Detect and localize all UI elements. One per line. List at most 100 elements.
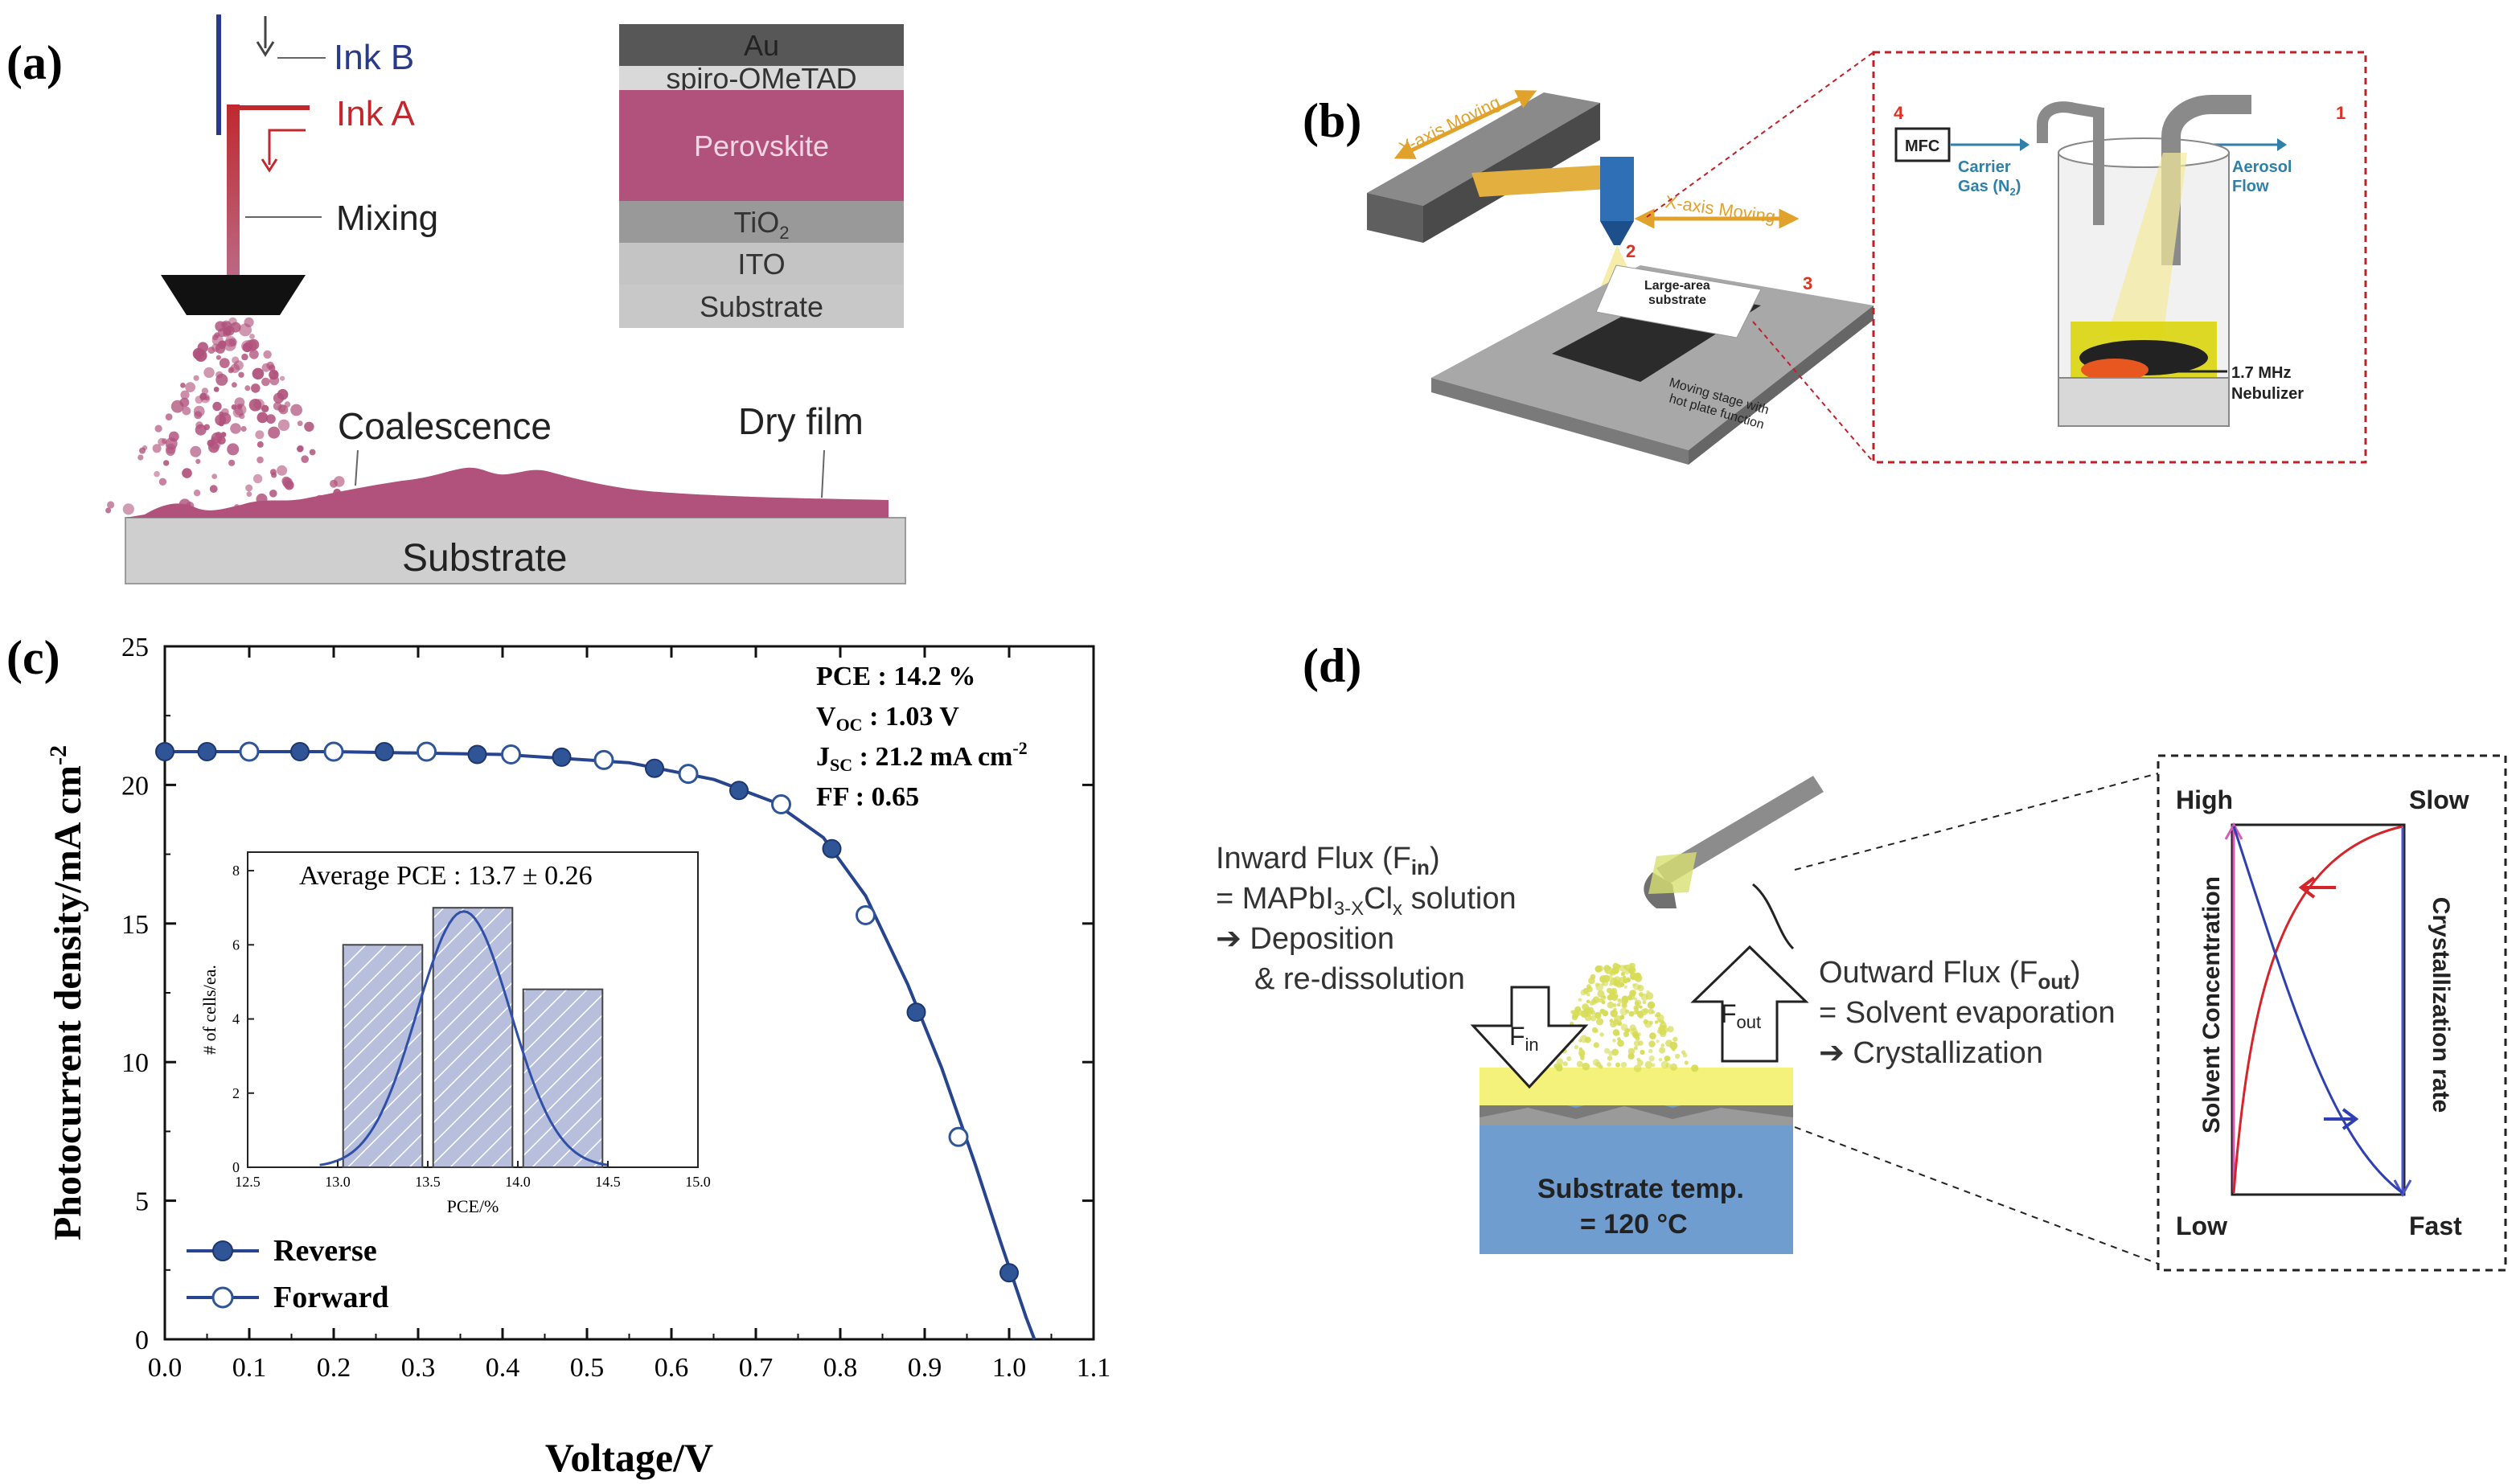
inset-x-tick-label: 13.0: [325, 1174, 351, 1190]
forward-point: [239, 741, 260, 762]
droplet: [200, 393, 211, 404]
droplet: [1562, 1061, 1568, 1067]
droplet: [1674, 1053, 1681, 1060]
droplet-spray: [105, 317, 359, 515]
f-in-label: Fin: [1509, 1022, 1539, 1055]
x-tick-label: 0.3: [401, 1353, 436, 1383]
inset-x-tick-label: 14.0: [505, 1174, 531, 1190]
droplet: [122, 503, 134, 515]
droplet: [1590, 1015, 1597, 1022]
droplet: [1646, 990, 1650, 994]
droplet: [1656, 1039, 1660, 1043]
droplet: [193, 405, 205, 417]
droplet: [215, 373, 228, 386]
droplet: [1607, 987, 1612, 994]
droplet: [1667, 1026, 1674, 1033]
inset-y-tick-label: 2: [232, 1085, 240, 1101]
x-tick-label: 0.6: [655, 1353, 689, 1383]
droplet: [1602, 980, 1609, 986]
stack-layer: [619, 201, 904, 243]
inward-flux-deposition: ➔ Deposition: [1216, 922, 1394, 956]
droplet: [1651, 1063, 1656, 1068]
ff-annotation: FF : 0.65: [816, 782, 919, 812]
jsc-annotation: JSC : 21.2 mA cm-2: [816, 738, 1028, 775]
reverse-point: [999, 1263, 1019, 1283]
droplet: [230, 322, 241, 333]
inset-x-title: PCE/%: [447, 1196, 499, 1216]
droplet: [152, 444, 162, 453]
reverse-point: [155, 742, 174, 762]
outward-flux-crystallization: ➔ Crystallization: [1819, 1036, 2043, 1070]
droplet: [1642, 1000, 1647, 1005]
forward-point: [678, 764, 699, 785]
svg-text:Nebulizer: Nebulizer: [2231, 385, 2304, 403]
blue-curve: [2232, 826, 2403, 1195]
y-tick-label: 20: [121, 771, 149, 801]
carrier-gas-label: Gas (N2): [1958, 178, 2021, 198]
inset-title: Average PCE : 13.7 ± 0.26: [299, 861, 593, 891]
droplet: [1684, 1060, 1689, 1065]
forward-point: [948, 1126, 969, 1147]
droplet: [1612, 962, 1619, 970]
droplet: [263, 350, 272, 359]
droplet: [1654, 1020, 1659, 1024]
forward-point: [417, 741, 437, 762]
substrate-temp-label: Substrate temp.: [1537, 1174, 1744, 1204]
high-label: High: [2176, 785, 2233, 814]
droplet: [1617, 1037, 1621, 1042]
droplet: [1632, 983, 1636, 987]
dry-film-label: Dry film: [738, 400, 864, 442]
droplet: [1578, 998, 1582, 1002]
x-tick-label: 0.7: [739, 1353, 774, 1383]
droplet: [257, 456, 264, 464]
droplet: [193, 490, 201, 497]
droplet: [215, 343, 226, 354]
svg-text:1: 1: [2336, 103, 2346, 123]
droplet: [1586, 986, 1593, 993]
droplet: [1633, 1064, 1642, 1072]
droplet: [1660, 1060, 1668, 1069]
panel-label-b: (b): [1303, 94, 1361, 147]
droplet: [253, 399, 265, 410]
droplet: [221, 408, 229, 416]
droplet: [228, 459, 236, 466]
droplet: [179, 397, 190, 408]
droplet: [1658, 1058, 1663, 1062]
droplet: [154, 470, 160, 478]
droplet: [252, 473, 263, 484]
x-tick-label: 0.2: [317, 1353, 351, 1383]
inset-bar: [432, 907, 514, 1169]
droplet: [1649, 1032, 1656, 1040]
droplet: [154, 424, 162, 432]
stack-layer: [619, 66, 904, 90]
stack-layer-label: spiro-OMeTAD: [666, 62, 856, 95]
droplet: [1599, 1032, 1604, 1037]
stack-layer-label: ITO: [737, 248, 785, 281]
droplet: [249, 334, 255, 339]
droplet: [1607, 1056, 1613, 1061]
droplet: [1643, 1008, 1649, 1014]
droplet: [107, 501, 115, 509]
droplet: [201, 387, 209, 395]
inward-flux-title: Inward Flux (Fin): [1216, 842, 1440, 879]
droplet: [1566, 1056, 1572, 1061]
droplet: [1594, 1029, 1599, 1033]
droplet: [1574, 1010, 1578, 1014]
droplet: [304, 421, 314, 432]
wet-film: [125, 467, 889, 518]
droplet: [257, 412, 269, 424]
panel-d: (d) Inward Flux (Fin) = MAPbI3-XClx solu…: [1216, 639, 2507, 1272]
droplet: [180, 383, 186, 388]
reverse-point: [552, 747, 572, 767]
droplet: [213, 387, 220, 392]
droplet: [1623, 969, 1630, 974]
ink-a-label: Ink A: [336, 94, 415, 133]
droplet: [248, 338, 260, 351]
droplet: [1579, 1035, 1588, 1043]
droplet: [1608, 1051, 1614, 1056]
droplet: [266, 414, 276, 424]
droplet: [280, 375, 285, 381]
stack-layer-label: Perovskite: [694, 129, 829, 162]
droplet: [215, 414, 227, 426]
